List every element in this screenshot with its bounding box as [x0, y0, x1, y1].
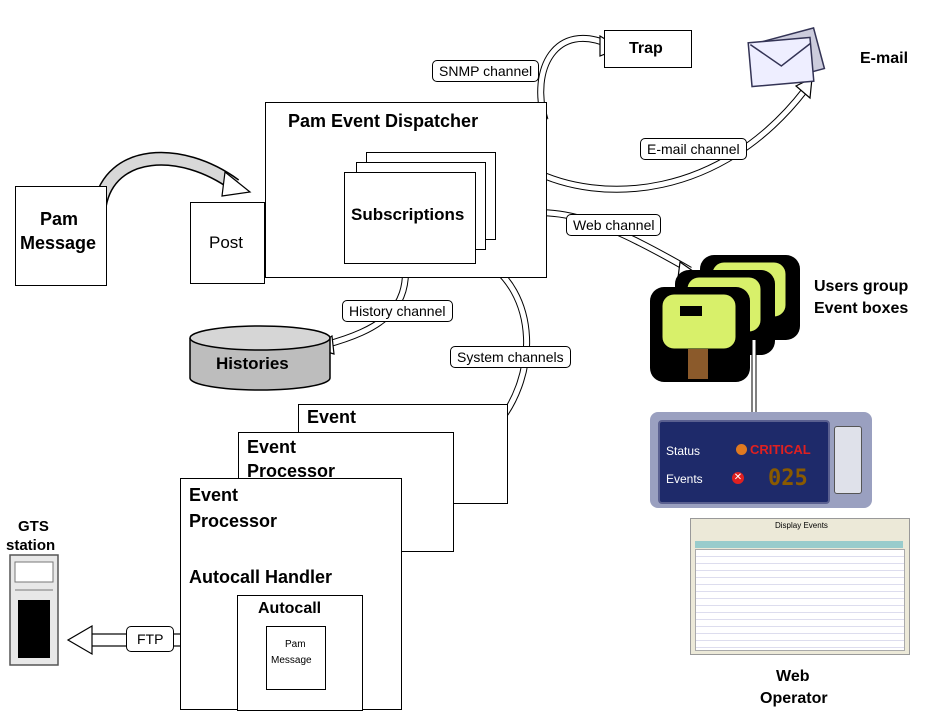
- events-label: Events: [666, 472, 703, 486]
- web-operator-screenshot: Display Events: [690, 518, 910, 655]
- subscriptions-page: Subscriptions: [344, 172, 476, 264]
- subscriptions-label: Subscriptions: [351, 205, 465, 224]
- post-box: Post: [190, 202, 265, 284]
- status-panel: Status CRITICAL Events ✕ 025: [650, 412, 872, 508]
- event-processor-back-title: Event: [307, 407, 357, 427]
- histories-cylinder: [189, 325, 331, 391]
- inner-pam-line1: Pam: [285, 639, 306, 650]
- snmp-channel-label: SNMP channel: [432, 60, 540, 82]
- web-operator-line2: Operator: [760, 690, 828, 707]
- gts-line1: GTS: [18, 518, 49, 535]
- email-channel-label: E-mail channel: [640, 138, 747, 160]
- ftp-label: FTP: [126, 626, 175, 652]
- system-channels-label: System channels: [450, 346, 571, 368]
- gts-line2: station: [6, 537, 56, 554]
- pam-to-post-arrow: [93, 151, 252, 207]
- error-icon: ✕: [732, 472, 744, 484]
- event-processor-mid-line1: Event: [247, 437, 297, 457]
- pam-message-document: Pam Message: [15, 186, 107, 286]
- status-indicator-icon: [736, 444, 747, 455]
- event-processor-front-line2: Processor: [189, 511, 278, 531]
- users-group-line2: Event boxes: [814, 300, 909, 317]
- event-processor-front: Event Processor Autocall Handler Autocal…: [180, 478, 402, 711]
- event-count: 025: [768, 466, 808, 491]
- tools-icon: [834, 426, 862, 494]
- web-channel-label: Web channel: [566, 214, 662, 236]
- web-operator-title: Display Events: [775, 521, 828, 530]
- dispatcher-title: Pam Event Dispatcher: [288, 111, 479, 131]
- pam-message-line1: Pam: [40, 209, 79, 229]
- history-channel-label: History channel: [342, 300, 453, 322]
- inner-pam-message: Pam Message: [266, 626, 326, 690]
- email-label: E-mail: [860, 50, 909, 67]
- trap-box: Trap: [604, 30, 692, 68]
- histories-label: Histories: [216, 354, 289, 373]
- users-group-line1: Users group: [814, 278, 909, 295]
- inner-pam-line2: Message: [271, 655, 312, 666]
- envelope-icon: [747, 27, 826, 88]
- autocall-box: Autocall Pam Message: [237, 595, 363, 711]
- trap-label: Trap: [629, 40, 663, 57]
- autocall-handler-label: Autocall Handler: [189, 567, 333, 587]
- mailbox-icon: [650, 255, 800, 382]
- status-label: Status: [666, 444, 701, 458]
- status-value: CRITICAL: [750, 442, 811, 457]
- gts-station-icon: [9, 554, 59, 666]
- event-processor-mid-line2: Processor: [247, 461, 336, 481]
- event-processor-front-line1: Event: [189, 485, 239, 505]
- post-label: Post: [209, 233, 244, 252]
- pam-message-line2: Message: [20, 233, 97, 253]
- web-operator-line1: Web: [776, 668, 810, 685]
- autocall-label: Autocall: [258, 600, 322, 617]
